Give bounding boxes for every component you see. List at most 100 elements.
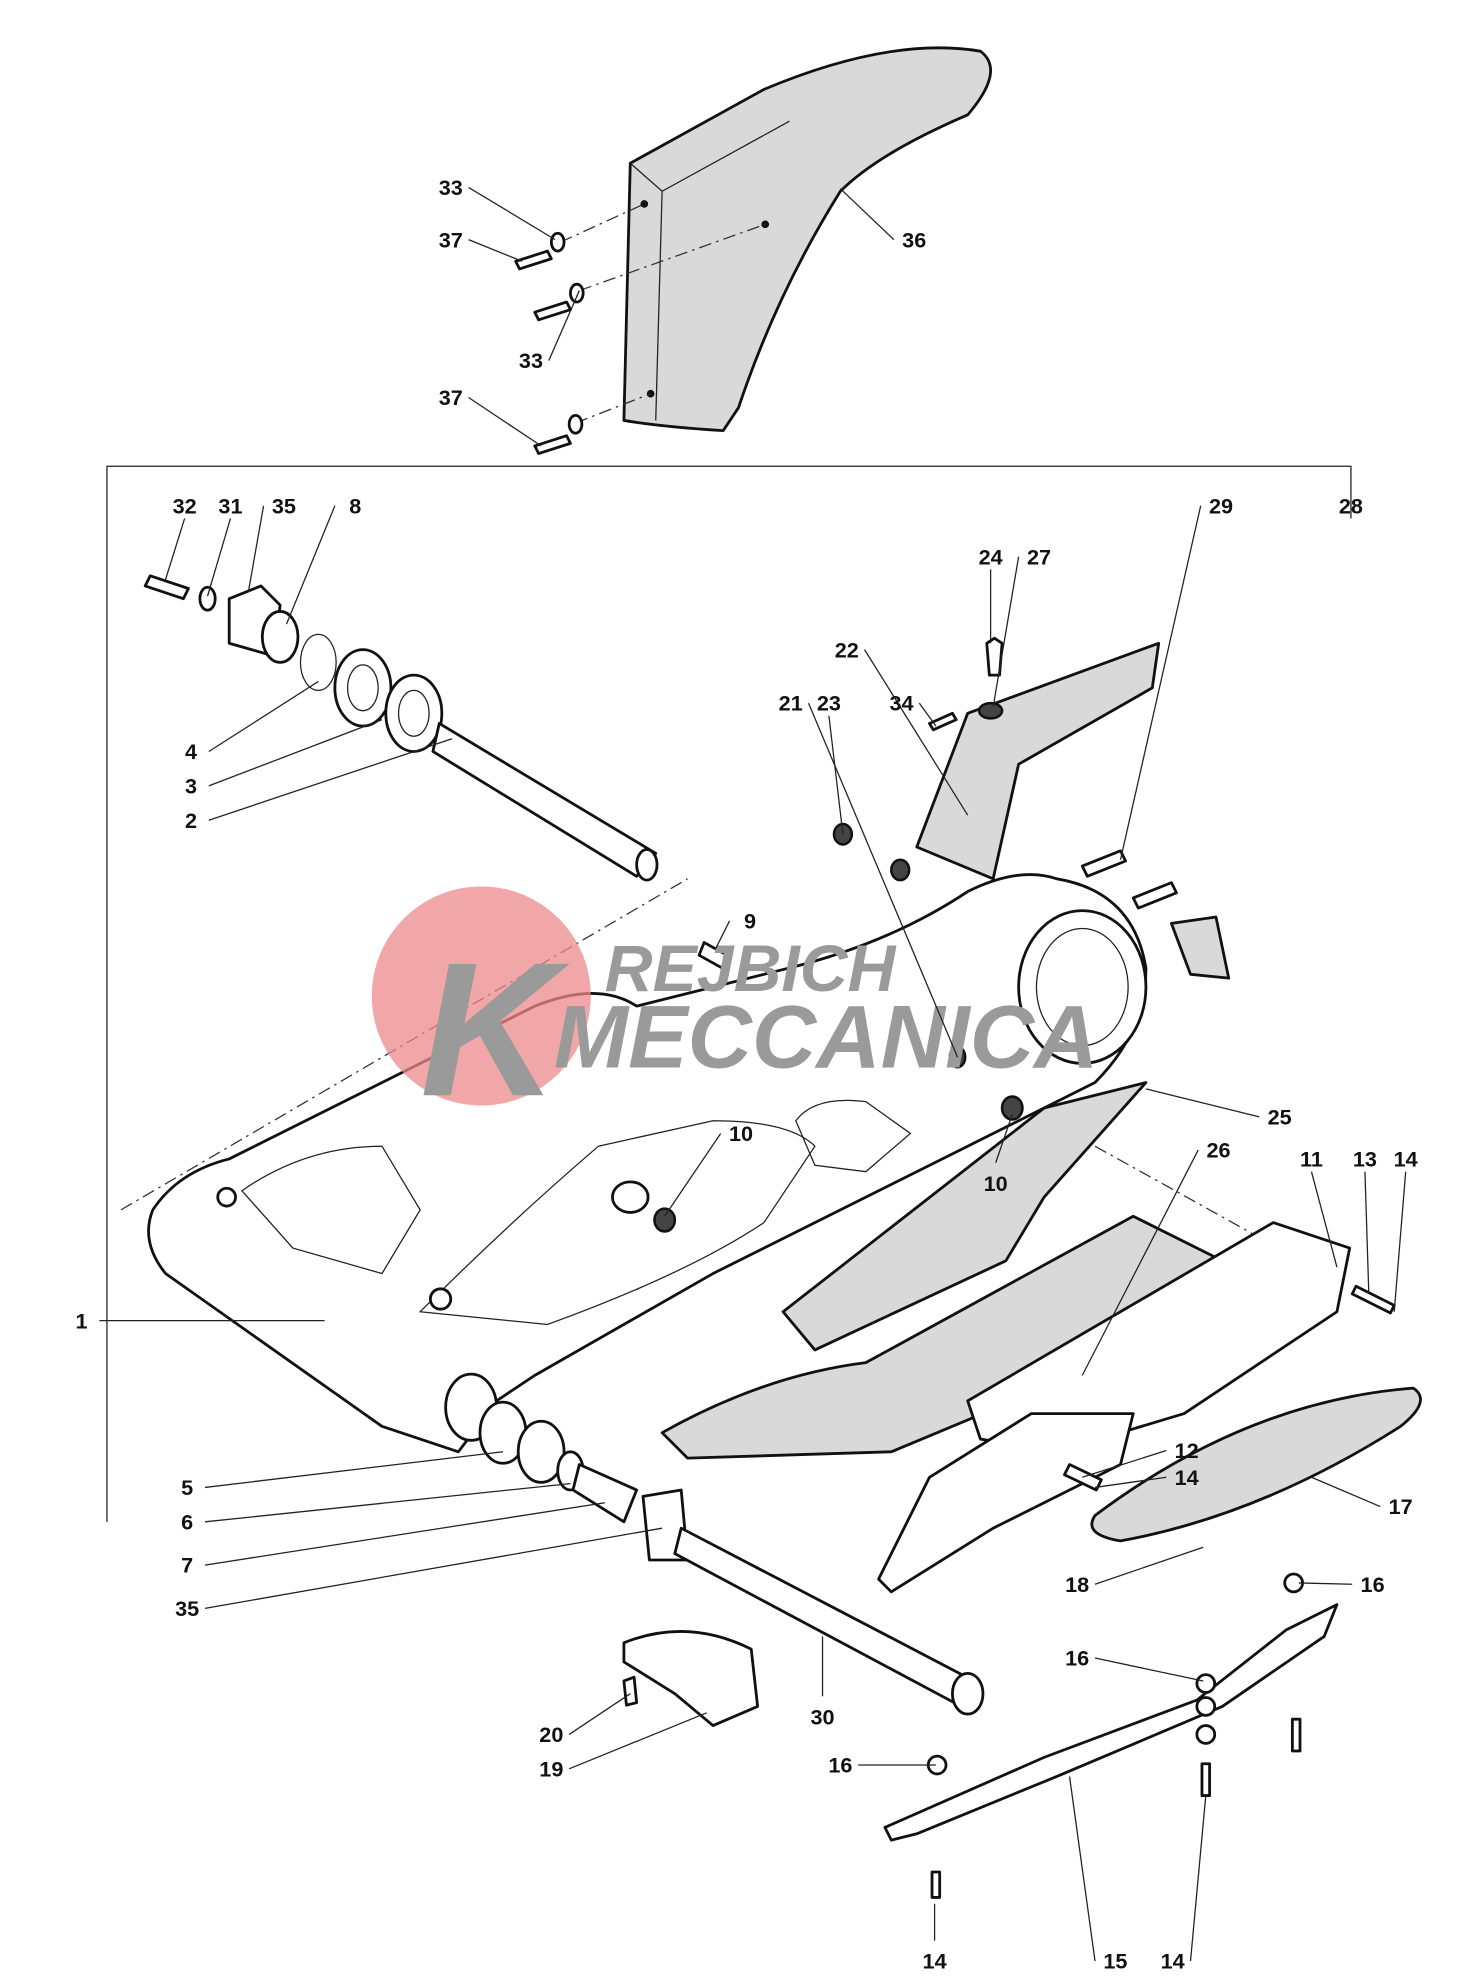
leader-line (204, 1502, 605, 1566)
bottom-bracket (883, 1572, 1339, 1899)
leader-line (1081, 1149, 1199, 1376)
leader-line (992, 556, 1020, 708)
part-number-label: 20 (539, 1722, 563, 1747)
part-number-label: 13 (1353, 1147, 1377, 1172)
callout-1: 1 (75, 1308, 325, 1333)
watermark-logo: K REJBICH MECCANICA (371, 886, 1098, 1136)
part-number-label: 2 (185, 808, 197, 833)
part-number-label: 37 (439, 385, 463, 410)
callout-37: 37 (439, 385, 542, 447)
part-number-label: 8 (349, 493, 361, 518)
leader-line (715, 920, 731, 950)
callout-4: 4 (185, 680, 319, 764)
part-number-label: 27 (1027, 544, 1051, 569)
callout-8: 8 (285, 493, 361, 625)
callout-3: 3 (185, 719, 383, 799)
pivot-shaft-assembly (143, 574, 659, 882)
leader-line (1298, 1582, 1353, 1585)
part-number-label: 18 (1065, 1572, 1089, 1597)
callout-23: 23 (817, 691, 844, 835)
part-number-label: 1 (75, 1308, 87, 1333)
callout-17: 17 (1311, 1476, 1413, 1519)
callout-30: 30 (811, 1636, 835, 1729)
callout-10: 10 (664, 1121, 753, 1217)
callout-7: 7 (181, 1502, 605, 1578)
leader-line (839, 188, 895, 241)
leader-line (568, 1693, 631, 1735)
leader-line (1094, 1657, 1204, 1682)
callout-14: 14 (923, 1903, 947, 1974)
leader-line (918, 702, 937, 727)
part-number-label: 6 (181, 1509, 193, 1534)
callout-24: 24 (979, 544, 1003, 644)
part-number-label: 14 (1175, 1465, 1199, 1490)
chain-guard-upper (832, 636, 1231, 980)
part-number-label: 19 (539, 1756, 563, 1781)
part-number-label: 10 (729, 1121, 753, 1146)
callout-16: 16 (1065, 1646, 1204, 1682)
part-number-label: 22 (835, 637, 859, 662)
leader-line (285, 505, 336, 625)
part-number-label: 7 (181, 1553, 193, 1578)
part-number-label: 16 (828, 1753, 852, 1778)
callout-5: 5 (181, 1451, 504, 1500)
group-bracket (106, 465, 1352, 1522)
leader-line (807, 702, 959, 1058)
callout-9: 9 (715, 908, 756, 950)
part-number-label: 37 (439, 227, 463, 252)
part-number-label: 30 (811, 1704, 835, 1729)
part-number-label: 17 (1389, 1494, 1413, 1519)
callout-27: 27 (992, 544, 1051, 708)
part-number-label: 16 (1065, 1646, 1089, 1671)
leader-line (164, 518, 186, 580)
leader-line (1094, 1546, 1204, 1585)
callout-29: 29 (1119, 493, 1233, 860)
leader-line (468, 186, 556, 241)
chain-guard-lower (660, 1081, 1422, 1594)
part-number-label: 10 (984, 1171, 1008, 1196)
callout-35: 35 (247, 493, 296, 593)
watermark-letter: K (420, 923, 570, 1136)
part-number-label: 33 (519, 348, 543, 373)
part-number-label: 4 (185, 739, 197, 764)
watermark-line1: REJBICH (605, 932, 897, 1006)
leader-line (1119, 505, 1202, 860)
callout-16: 16 (1298, 1572, 1385, 1597)
leader-line (208, 738, 453, 821)
callout-15: 15 (1068, 1776, 1127, 1974)
part-number-label: 12 (1175, 1438, 1199, 1463)
part-number-label: 26 (1206, 1138, 1230, 1163)
callout-14: 14 (1094, 1465, 1199, 1490)
callout-35: 35 (175, 1527, 663, 1621)
part-number-label: 36 (902, 227, 926, 252)
callout-36: 36 (839, 188, 926, 252)
part-number-label: 3 (185, 774, 197, 799)
leader-line (1094, 1476, 1167, 1489)
leader-line (468, 239, 523, 262)
leader-line (548, 290, 580, 361)
callout-37: 37 (439, 227, 523, 262)
leader-line (1145, 1088, 1260, 1118)
leader-line (1311, 1476, 1381, 1508)
part-number-label: 32 (173, 493, 197, 518)
leader-line (568, 1712, 707, 1770)
callout-13: 13 (1353, 1147, 1377, 1293)
part-number-label: 33 (439, 175, 463, 200)
callout-2: 2 (185, 738, 453, 833)
callout-33: 33 (439, 175, 556, 241)
leader-line (1393, 1171, 1407, 1312)
part-number-label: 35 (175, 1596, 199, 1621)
watermark-circle (371, 886, 591, 1106)
part-number-label: 29 (1209, 493, 1233, 518)
leader-line (208, 719, 383, 787)
callout-33: 33 (519, 290, 580, 373)
leader-line (828, 715, 844, 835)
callout-34: 34 (889, 691, 937, 727)
leader-line (1068, 1776, 1096, 1962)
leader-line (468, 396, 542, 447)
part-number-label: 16 (1361, 1572, 1385, 1597)
leader-line (247, 505, 265, 593)
leader-line (1189, 1795, 1207, 1962)
callout-20: 20 (539, 1693, 631, 1747)
